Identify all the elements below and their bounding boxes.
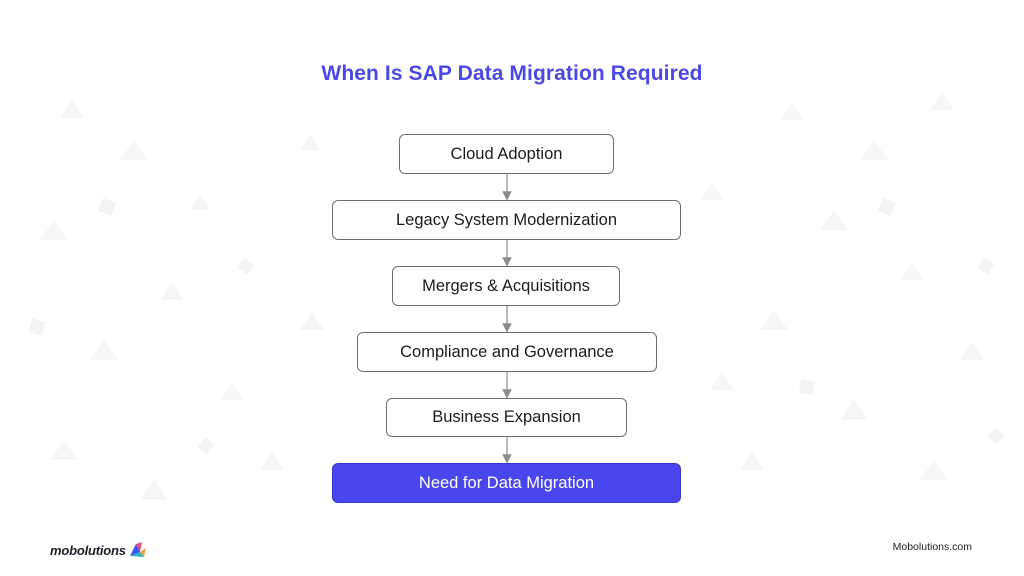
page-title: When Is SAP Data Migration Required <box>321 62 703 85</box>
logo-mark-icon <box>129 542 146 557</box>
logo-text: mobolutions <box>50 542 126 558</box>
flow-step-need-for-data-migration: Need for Data Migration <box>332 463 681 503</box>
company-logo: mobolutions <box>50 540 148 560</box>
flow-step-label: Compliance and Governance <box>400 342 614 361</box>
website-link[interactable]: Mobolutions.com <box>892 541 972 553</box>
flow-step-mergers-acquisitions: Mergers & Acquisitions <box>392 266 620 306</box>
flow-step-label: Need for Data Migration <box>418 473 595 492</box>
flow-step-label: Legacy System Modernization <box>395 210 618 229</box>
flow-step-business-expansion: Business Expansion <box>386 398 627 437</box>
flow-step-label: Cloud Adoption <box>450 144 563 163</box>
flow-step-legacy-system-modernization: Legacy System Modernization <box>332 200 681 240</box>
flow-step-cloud-adoption: Cloud Adoption <box>399 134 614 174</box>
flow-step-compliance-governance: Compliance and Governance <box>357 332 657 372</box>
flow-step-label: Business Expansion <box>432 408 581 426</box>
flow-step-label: Mergers & Acquisitions <box>422 276 590 295</box>
